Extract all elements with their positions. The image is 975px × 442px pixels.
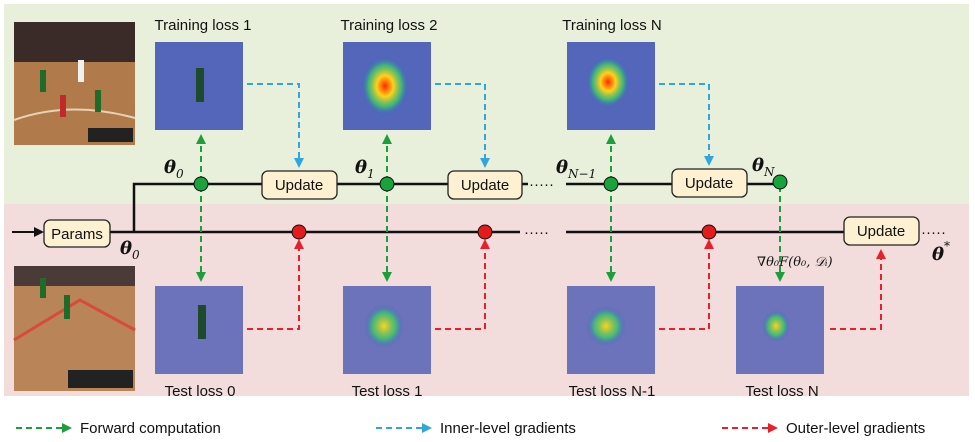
train-loss-1-label: Training loss 1	[155, 17, 252, 34]
train-thumb-n	[567, 42, 655, 130]
inner-grad-arrow-n	[659, 83, 714, 166]
node-green-1	[379, 176, 395, 192]
court-photo-bottom	[13, 266, 136, 391]
inner-loop-path	[132, 182, 262, 232]
test-thumb-nm1	[567, 286, 655, 374]
theta-0-top: θ0	[164, 157, 184, 181]
update-box-1: Update	[261, 170, 338, 200]
node-green-nm1	[603, 176, 619, 192]
test-thumb-n	[736, 286, 824, 374]
theta-0-bottom: θ0	[120, 238, 140, 262]
svg-text:Update: Update	[275, 177, 323, 194]
svg-text:Update: Update	[857, 223, 905, 240]
inner-ellipsis: ·····	[529, 176, 554, 193]
params-box: Params	[43, 219, 111, 248]
test-thumb-0	[155, 286, 243, 374]
legend-outer-label: Outer-level gradients	[786, 420, 925, 437]
theta-1: θ1	[355, 157, 375, 181]
node-red-1	[477, 224, 493, 240]
update-box-2: Update	[447, 170, 523, 200]
legend: Forward computation Inner-level gradient…	[16, 420, 925, 437]
node-green-0	[193, 176, 209, 192]
test-loss-n-label: Test loss N	[745, 383, 818, 400]
gradient-label: ∇θ₀F(θ₀, 𝒟ᵢ)	[757, 255, 833, 270]
svg-text:Update: Update	[461, 177, 509, 194]
node-red-0	[291, 224, 307, 240]
outer-ellipsis-2: ·····	[921, 224, 946, 241]
legend-forward-label: Forward computation	[80, 420, 221, 437]
outer-grad-arrow-n	[830, 249, 886, 330]
train-loss-2-label: Training loss 2	[341, 17, 438, 34]
update-box-3: Update	[671, 168, 748, 198]
train-loss-n-label: Training loss N	[562, 17, 661, 34]
node-green-n	[772, 174, 788, 190]
outer-grad-arrow-1	[435, 239, 490, 330]
test-loss-1-label: Test loss 1	[352, 383, 423, 400]
test-thumb-1	[343, 286, 431, 374]
legend-inner-label: Inner-level gradients	[440, 420, 576, 437]
node-red-nm1	[701, 224, 717, 240]
court-photo-top	[13, 22, 136, 145]
update-box-outer: Update	[843, 216, 920, 246]
theta-nm1: θN−1	[556, 157, 596, 181]
theta-n: θN	[752, 155, 775, 179]
outer-ellipsis-1: ·····	[524, 224, 549, 241]
train-thumb-1	[155, 42, 243, 130]
svg-text:Params: Params	[51, 226, 103, 243]
test-loss-nm1-label: Test loss N-1	[569, 383, 656, 400]
outer-grad-arrow-0	[247, 239, 304, 330]
theta-star: θ*	[932, 239, 950, 265]
svg-text:Update: Update	[685, 175, 733, 192]
train-thumb-2	[343, 42, 431, 130]
outer-grad-arrow-nm1	[659, 239, 714, 330]
inner-grad-arrow-2	[435, 83, 490, 168]
inner-grad-arrow-1	[247, 83, 304, 168]
test-loss-0-label: Test loss 0	[165, 383, 236, 400]
